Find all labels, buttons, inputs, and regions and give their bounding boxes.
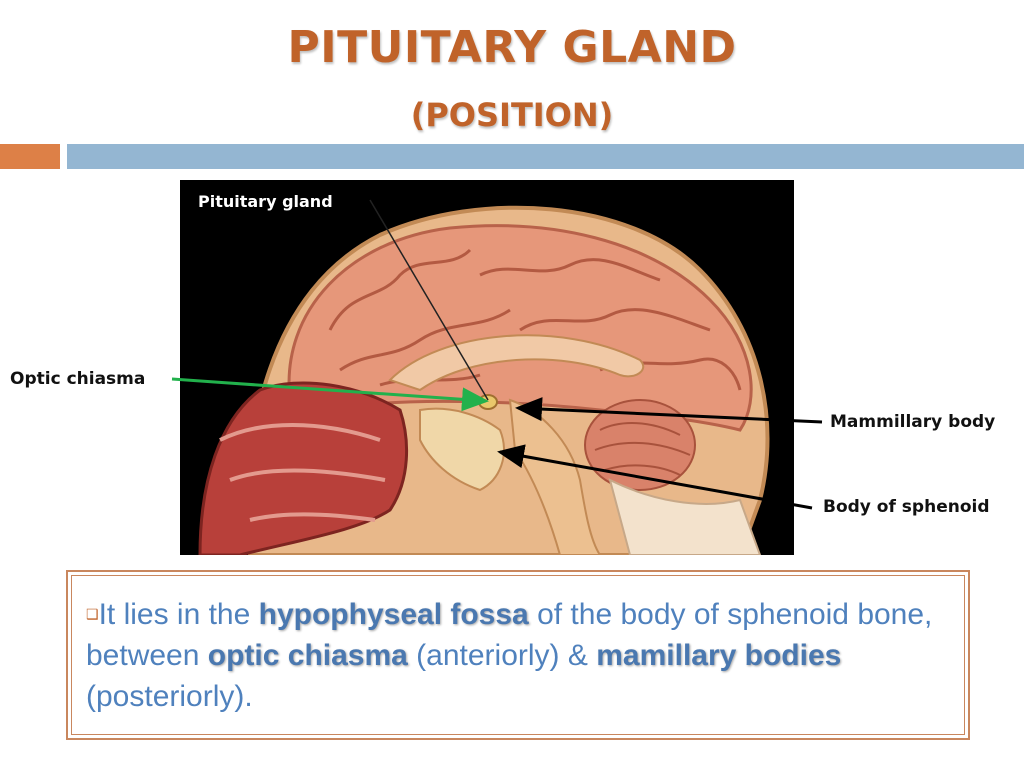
term-optic-chiasma: optic chiasma <box>207 639 408 672</box>
pituitary-gland-shape <box>478 394 498 410</box>
callout-mammillary-body: Mammillary body <box>830 412 996 432</box>
description-part4: (posteriorly). <box>86 680 253 713</box>
description-text: ❑It lies in the hypophyseal fossa of the… <box>86 594 956 717</box>
brain-illustration <box>198 205 770 555</box>
brain-sagittal-section-image: Pituitary gland <box>180 180 794 555</box>
description-part3: (anteriorly) & <box>407 639 597 672</box>
figure-label-pituitary-gland: Pituitary gland <box>198 192 333 211</box>
description-box-inner-border <box>71 575 965 735</box>
description-box: ❑It lies in the hypophyseal fossa of the… <box>66 570 970 740</box>
square-bullet-icon: ❑ <box>86 606 99 622</box>
callout-body-of-sphenoid: Body of sphenoid <box>823 497 990 517</box>
slide-subtitle: (POSITION) <box>410 96 614 134</box>
term-hypophyseal-fossa: hypophyseal fossa <box>258 598 529 631</box>
term-mamillary-bodies: mamillary bodies <box>596 639 842 672</box>
description-part2: of the body of sphenoid bone, between <box>86 598 933 672</box>
cerebellum-shape <box>584 399 696 491</box>
accent-bar-orange <box>0 144 60 169</box>
callout-optic-chiasma: Optic chiasma <box>10 369 146 389</box>
description-part1: It lies in the <box>98 598 259 631</box>
slide-title: PITUITARY GLAND <box>287 22 737 73</box>
accent-bar-blue <box>67 144 1024 169</box>
